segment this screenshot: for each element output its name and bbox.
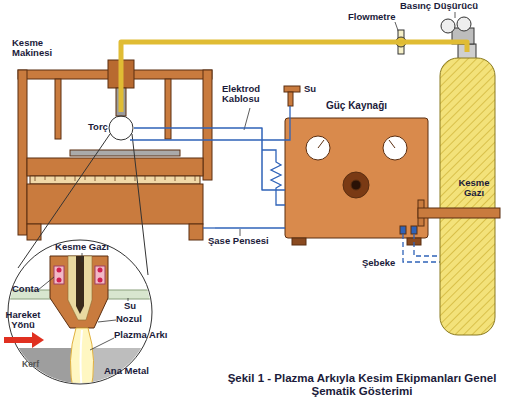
- ground-cable: [215, 227, 285, 229]
- power-supply-body: [411, 226, 417, 234]
- torch-inset: [68, 256, 92, 320]
- gas-hose: [121, 42, 467, 112]
- inset-label: Ana Metal: [104, 366, 156, 376]
- torch-inset: [76, 256, 84, 314]
- leader-lines: [38, 12, 455, 350]
- machine-frame: [27, 158, 203, 176]
- part-label: Su: [304, 84, 324, 94]
- leader-lines: [98, 320, 116, 322]
- torch-inset: [0, 348, 76, 398]
- machine-frame: [18, 60, 212, 240]
- power-supply-body: [285, 118, 428, 238]
- power-supply-body: [306, 136, 330, 160]
- torch-inset: [54, 266, 64, 284]
- water-tap: [130, 106, 290, 140]
- regulator: [441, 19, 455, 33]
- machine-frame: [30, 176, 200, 184]
- node-label: Torç: [88, 122, 112, 132]
- machine-frame: [27, 184, 203, 224]
- power-supply-body: [389, 140, 395, 148]
- water-tap: [284, 86, 300, 92]
- resistor-wire: [203, 227, 215, 228]
- machine-frame: [18, 70, 27, 235]
- inset-label: Kerf: [22, 360, 52, 369]
- node-label: Kesme Makinesi: [12, 38, 67, 59]
- machine-frame: [70, 150, 180, 156]
- motion-arrow: [4, 337, 34, 343]
- torch-inset: [98, 278, 103, 283]
- power-supply-body: [351, 180, 361, 190]
- power-supply-body: [285, 118, 428, 245]
- inset-label: Plazma Arkı: [114, 330, 178, 340]
- torch-inset: [95, 266, 105, 284]
- cutting-machine: Kesme MakinesiTorç: [10, 36, 215, 250]
- torch-inset: [70, 328, 93, 394]
- part-label: Flowmetre: [348, 12, 408, 22]
- part-label: Şase Pensesi: [208, 236, 280, 246]
- resistor-wire: [203, 150, 285, 228]
- inset-label: Nozul: [116, 314, 156, 324]
- magnifier: [109, 116, 133, 140]
- torch-inset: [81, 330, 83, 392]
- machine-frame: [203, 70, 212, 180]
- gas-cylinder-body: [418, 44, 500, 335]
- electrode-cable: [134, 128, 285, 190]
- gas-cylinder: Kesme Gazı: [438, 52, 500, 338]
- water-tap: [288, 92, 293, 106]
- machine-frame: [55, 79, 61, 139]
- motion-arrow: [4, 332, 44, 348]
- torch: Torç: [88, 112, 134, 144]
- figure-caption: Şekil 1 - Plazma Arkıyla Kesim Ekipmanla…: [212, 372, 512, 397]
- leader-lines: [38, 277, 54, 290]
- power-supply: Güç Kaynağı: [285, 96, 428, 246]
- node-label: Kesme Gazı: [450, 178, 498, 199]
- machine-frame: [189, 224, 203, 240]
- water-tap: [130, 86, 300, 140]
- power-supply-body: [383, 136, 407, 160]
- leader-lines: [455, 12, 456, 18]
- inset-label: Conta: [12, 284, 42, 294]
- leader-lines: [244, 108, 250, 130]
- leader-lines: [90, 338, 114, 350]
- inset-label: Su: [124, 301, 142, 311]
- node-label: Güç Kaynağı: [285, 100, 428, 111]
- torch-inset: [98, 268, 103, 273]
- ruler-ticks: [35, 176, 195, 181]
- power-supply-body: [292, 238, 306, 245]
- part-label: Elektrod Kablosu: [222, 84, 280, 105]
- torch-inset: [57, 268, 62, 273]
- leader-lines: [240, 229, 241, 236]
- machine-frame: [116, 88, 126, 116]
- part-label: Basınç Düşürücü: [400, 1, 500, 11]
- machine-frame: [108, 60, 134, 88]
- power-supply-body: [400, 226, 406, 234]
- leader-lines: [82, 253, 83, 262]
- power-supply-body: [343, 172, 369, 198]
- torch-inset: [50, 256, 108, 328]
- torch-inset: [57, 278, 62, 283]
- regulator: [457, 17, 471, 31]
- gas-cylinder-body: [418, 208, 500, 218]
- inset-label: Kesme Gazı: [50, 242, 114, 252]
- resistor-wire: [262, 150, 285, 205]
- magnifier: [132, 134, 148, 275]
- part-label: Şebeke: [362, 258, 402, 268]
- regulator: [396, 37, 406, 47]
- motion-arrow: [32, 332, 44, 348]
- inset-label: Hareket Yönü: [0, 310, 46, 331]
- regulator: [396, 17, 474, 54]
- power-supply-body: [318, 140, 324, 148]
- machine-frame: [165, 79, 171, 139]
- ruler-ticks: [35, 176, 195, 181]
- torch-inset: [0, 256, 170, 398]
